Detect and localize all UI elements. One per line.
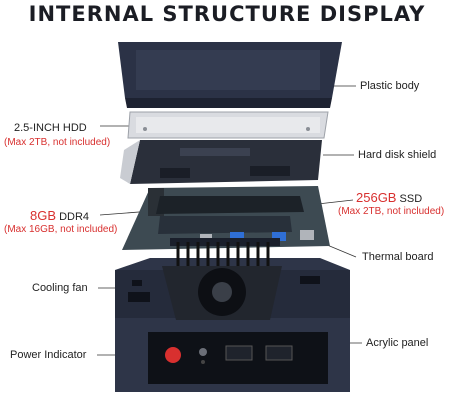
cooling-fan-part <box>162 238 282 320</box>
label-hdd-note: (Max 2TB, not included) <box>4 137 111 148</box>
label-plastic-body: Plastic body <box>360 80 420 92</box>
ram-module <box>158 216 292 234</box>
page-title: INTERNAL STRUCTURE DISPLAY <box>28 2 426 26</box>
ssd-module <box>156 196 304 214</box>
mainboard-part <box>122 186 330 250</box>
ssd-capacity: 256GB <box>356 190 397 205</box>
label-ram-note: (Max 16GB, not included) <box>4 224 118 235</box>
label-ssd: 256GB SSD <box>356 190 422 205</box>
label-cooling-fan: Cooling fan <box>32 282 88 294</box>
ram-capacity: 8GB <box>30 208 57 223</box>
ssd-text: SSD <box>399 193 423 205</box>
chassis-part <box>115 238 350 392</box>
label-thermal-board: Thermal board <box>362 251 434 263</box>
label-ram: 8GB DDR4 <box>30 208 89 223</box>
label-acrylic-panel: Acrylic panel <box>366 337 429 349</box>
power-button <box>165 347 181 363</box>
label-power-indicator: Power Indicator <box>10 349 87 361</box>
usb-port <box>230 232 244 241</box>
ram-text: DDR4 <box>59 211 90 223</box>
label-hard-disk-shield: Hard disk shield <box>358 149 437 161</box>
usb-port <box>272 232 286 241</box>
plastic-body-part <box>118 42 342 108</box>
hdd-part <box>127 111 329 139</box>
hard-disk-shield-part <box>120 140 322 184</box>
label-hdd: 2.5-INCH HDD <box>14 122 87 134</box>
label-ssd-note: (Max 2TB, not included) <box>338 206 445 217</box>
